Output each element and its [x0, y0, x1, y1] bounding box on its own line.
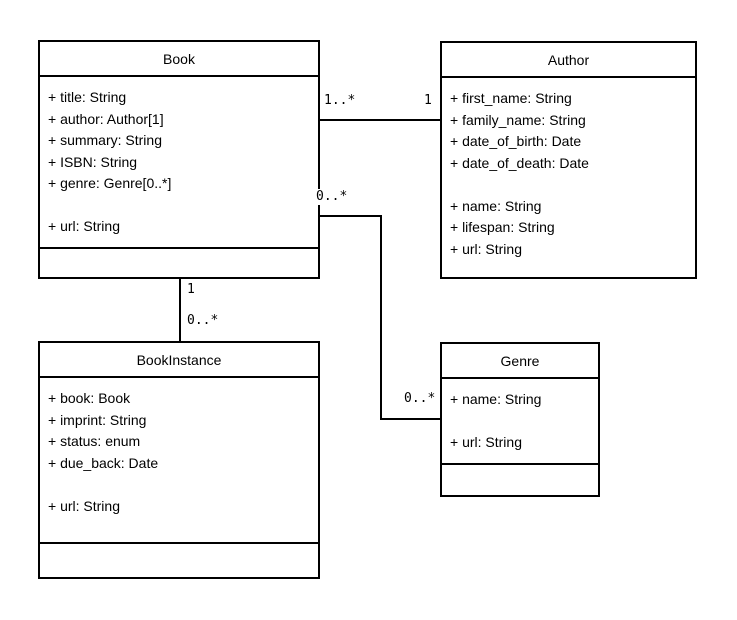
class-methods-book-empty — [40, 247, 318, 277]
multiplicity-book-author-author-end: 1 — [423, 93, 433, 109]
attribute-line: + genre: Genre[0..*] — [48, 175, 172, 191]
multiplicity-book-author-book-end: 1..* — [323, 93, 357, 109]
class-attributes-bookinstance: + book: Book + imprint: String + status: e… — [40, 378, 318, 542]
class-box-author: Author + first_name: String + family_name… — [440, 41, 697, 279]
multiplicity-book-bookinstance-book-end: 1 — [186, 282, 196, 298]
attribute-line: + date_of_death: Date — [450, 154, 589, 171]
class-attributes-book: + title: String + author: Author[1] + summ… — [40, 77, 318, 247]
class-methods-bookinstance-empty — [40, 542, 318, 577]
class-attributes-author: + first_name: String + family_name: Strin… — [442, 78, 695, 277]
class-title-author: Author — [442, 43, 695, 78]
attribute-line: + url: String — [48, 218, 120, 234]
multiplicity-book-genre-genre-end: 0..* — [403, 391, 437, 407]
multiplicity-book-bookinstance-instance-end: 0..* — [186, 313, 220, 329]
attribute-line: + status: enum — [48, 433, 141, 449]
class-title-book: Book — [40, 42, 318, 77]
attribute-line: + ISBN: String — [48, 153, 138, 170]
class-box-bookinstance: BookInstance + book: Book + imprint: Stri… — [38, 341, 320, 579]
class-title-bookinstance: BookInstance — [40, 343, 318, 378]
attribute-line: + summary: String — [48, 132, 162, 148]
book-genre-connector — [320, 215, 440, 420]
multiplicity-book-genre-book-end: 0..* — [315, 189, 349, 205]
attribute-line: + due_back: Date — [48, 454, 159, 471]
attribute-line: + lifespan: String — [450, 219, 555, 235]
attribute-line — [48, 474, 312, 496]
class-box-book: Book + title: String+ author: Author[1]+… — [38, 40, 320, 279]
attribute-line: + title: String — [48, 89, 127, 105]
attribute-line: + name: String — [450, 391, 542, 407]
attribute-line: + name: String — [450, 197, 542, 214]
class-methods-genre-empty — [442, 463, 598, 495]
attribute-line: + author: Author[1] — [48, 110, 164, 127]
attribute-line: + first_name: String — [450, 90, 572, 106]
attribute-line: + url: String — [450, 240, 522, 257]
attribute-line — [450, 174, 689, 196]
attribute-line: + imprint: String — [48, 411, 147, 428]
attribute-line: + family_name: String — [450, 111, 586, 128]
attribute-line: + url: String — [450, 434, 522, 450]
attribute-line: + book: Book — [48, 390, 131, 406]
attribute-line: + date_of_birth: Date — [450, 133, 582, 149]
class-attributes-genre: + name: String + url: String — [442, 379, 598, 463]
attribute-line — [48, 195, 312, 217]
class-box-genre: Genre + name: String + url: String — [440, 342, 600, 497]
attribute-line: + url: String — [48, 497, 120, 514]
class-title-genre: Genre — [442, 344, 598, 379]
attribute-line — [450, 411, 592, 433]
